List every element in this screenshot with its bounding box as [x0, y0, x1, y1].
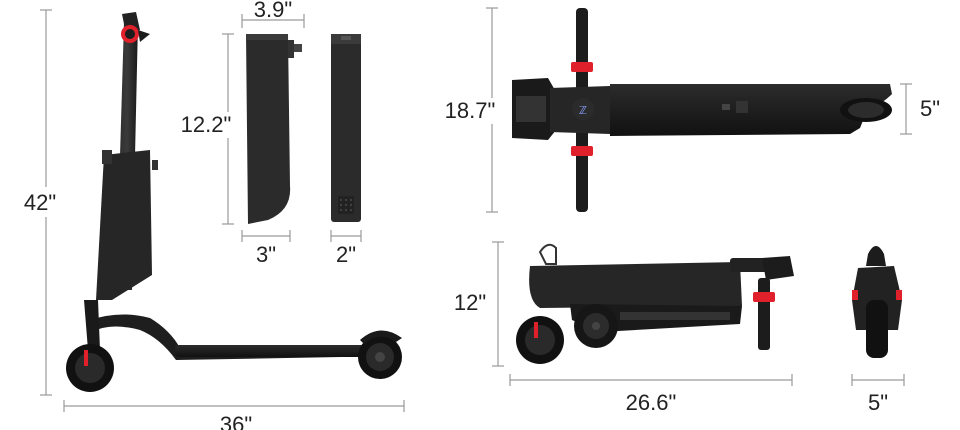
folded-brake-accent [753, 292, 775, 302]
dimension-folded-width: 5" [851, 374, 905, 415]
display-icon: ℤ [579, 105, 587, 117]
dimension-battery-width-bottom: 3" [241, 230, 291, 267]
label-battery-depth: 2" [336, 242, 356, 267]
label-battery-height: 12.2" [181, 112, 232, 137]
battery-pack-mounted [96, 150, 152, 300]
label-battery-width-top: 3.9" [254, 0, 292, 22]
dimension-battery-width-top: 3.9" [241, 0, 305, 28]
label-top-width: 18.7" [445, 98, 496, 123]
folded-front-wheel-front [866, 300, 888, 358]
dimension-height-scooter: 42" [22, 9, 70, 396]
label-folded-height: 12" [454, 290, 486, 315]
scooter-folded-front-view [852, 246, 902, 358]
scooter-top-view: ℤ [512, 8, 892, 212]
scooter-side-view [66, 12, 402, 392]
brake-lever-accent [571, 62, 593, 72]
deck-top [610, 84, 892, 136]
dimension-battery-height: 12.2" [176, 33, 236, 225]
scooter-folded-view [516, 243, 794, 364]
deck [175, 345, 400, 357]
label-scooter-height: 42" [24, 190, 56, 215]
dimension-deck-width: 5" [900, 83, 940, 135]
label-folded-length: 26.6" [626, 390, 677, 415]
dimension-folded-length: 26.6" [509, 374, 793, 415]
dimension-folded-height: 12" [448, 241, 504, 367]
dimension-battery-depth: 2" [330, 230, 362, 267]
dimension-top-width: 18.7" [440, 7, 500, 213]
label-scooter-length: 36" [220, 412, 252, 430]
battery-front-view [331, 34, 361, 222]
battery-side-view [246, 34, 302, 224]
dimension-length-scooter: 36" [63, 400, 405, 430]
label-battery-width-bottom: 3" [256, 242, 276, 267]
label-folded-width: 5" [868, 390, 888, 415]
brake-lever-accent [571, 146, 593, 156]
label-deck-width: 5" [920, 96, 940, 121]
